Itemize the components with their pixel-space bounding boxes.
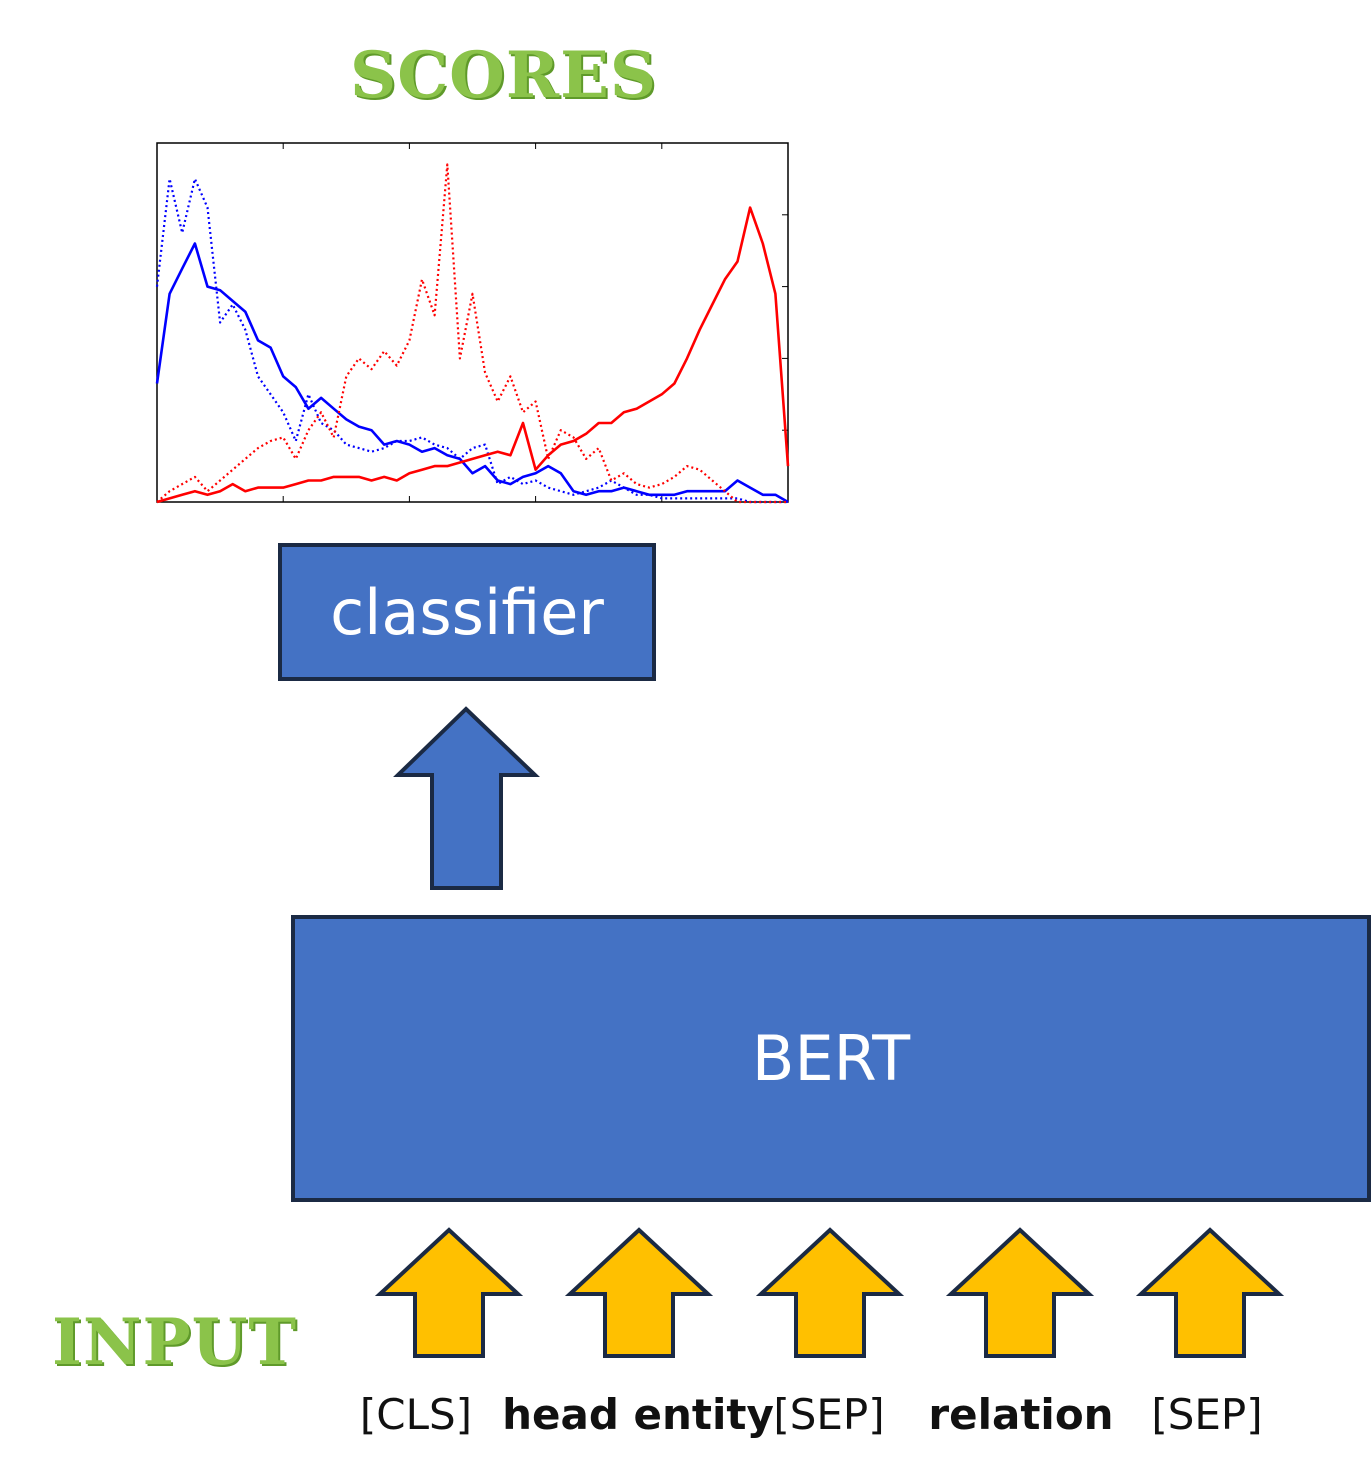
scores-title: SCORES	[350, 38, 658, 113]
input-token-3: [SEP]	[773, 1390, 885, 1439]
series-line-blue-solid	[155, 242, 789, 504]
series-line-blue-dotted	[155, 177, 788, 504]
input-arrow-5	[1135, 1227, 1285, 1358]
series-line-red-dotted	[156, 163, 788, 504]
classifier-label: classifier	[330, 575, 604, 649]
input-token-2: head entity	[502, 1390, 774, 1439]
bert-box: BERT	[291, 915, 1371, 1202]
series-line-red-solid	[156, 206, 790, 504]
bert-to-classifier-arrow	[393, 706, 540, 890]
input-arrow-1	[374, 1227, 524, 1358]
input-token-4: relation	[928, 1390, 1114, 1439]
bert-label: BERT	[751, 1022, 911, 1095]
input-token-1: [CLS]	[359, 1390, 473, 1439]
input-arrows	[374, 1227, 1285, 1358]
input-arrow-4	[945, 1227, 1095, 1358]
input-arrow-3	[755, 1227, 905, 1358]
input-title: INPUT	[52, 1305, 297, 1380]
chart-series-group	[155, 163, 790, 504]
classifier-box: classifier	[278, 543, 656, 681]
chart-frame	[156, 142, 789, 503]
input-arrow-2	[564, 1227, 714, 1358]
input-token-5: [SEP]	[1151, 1390, 1263, 1439]
